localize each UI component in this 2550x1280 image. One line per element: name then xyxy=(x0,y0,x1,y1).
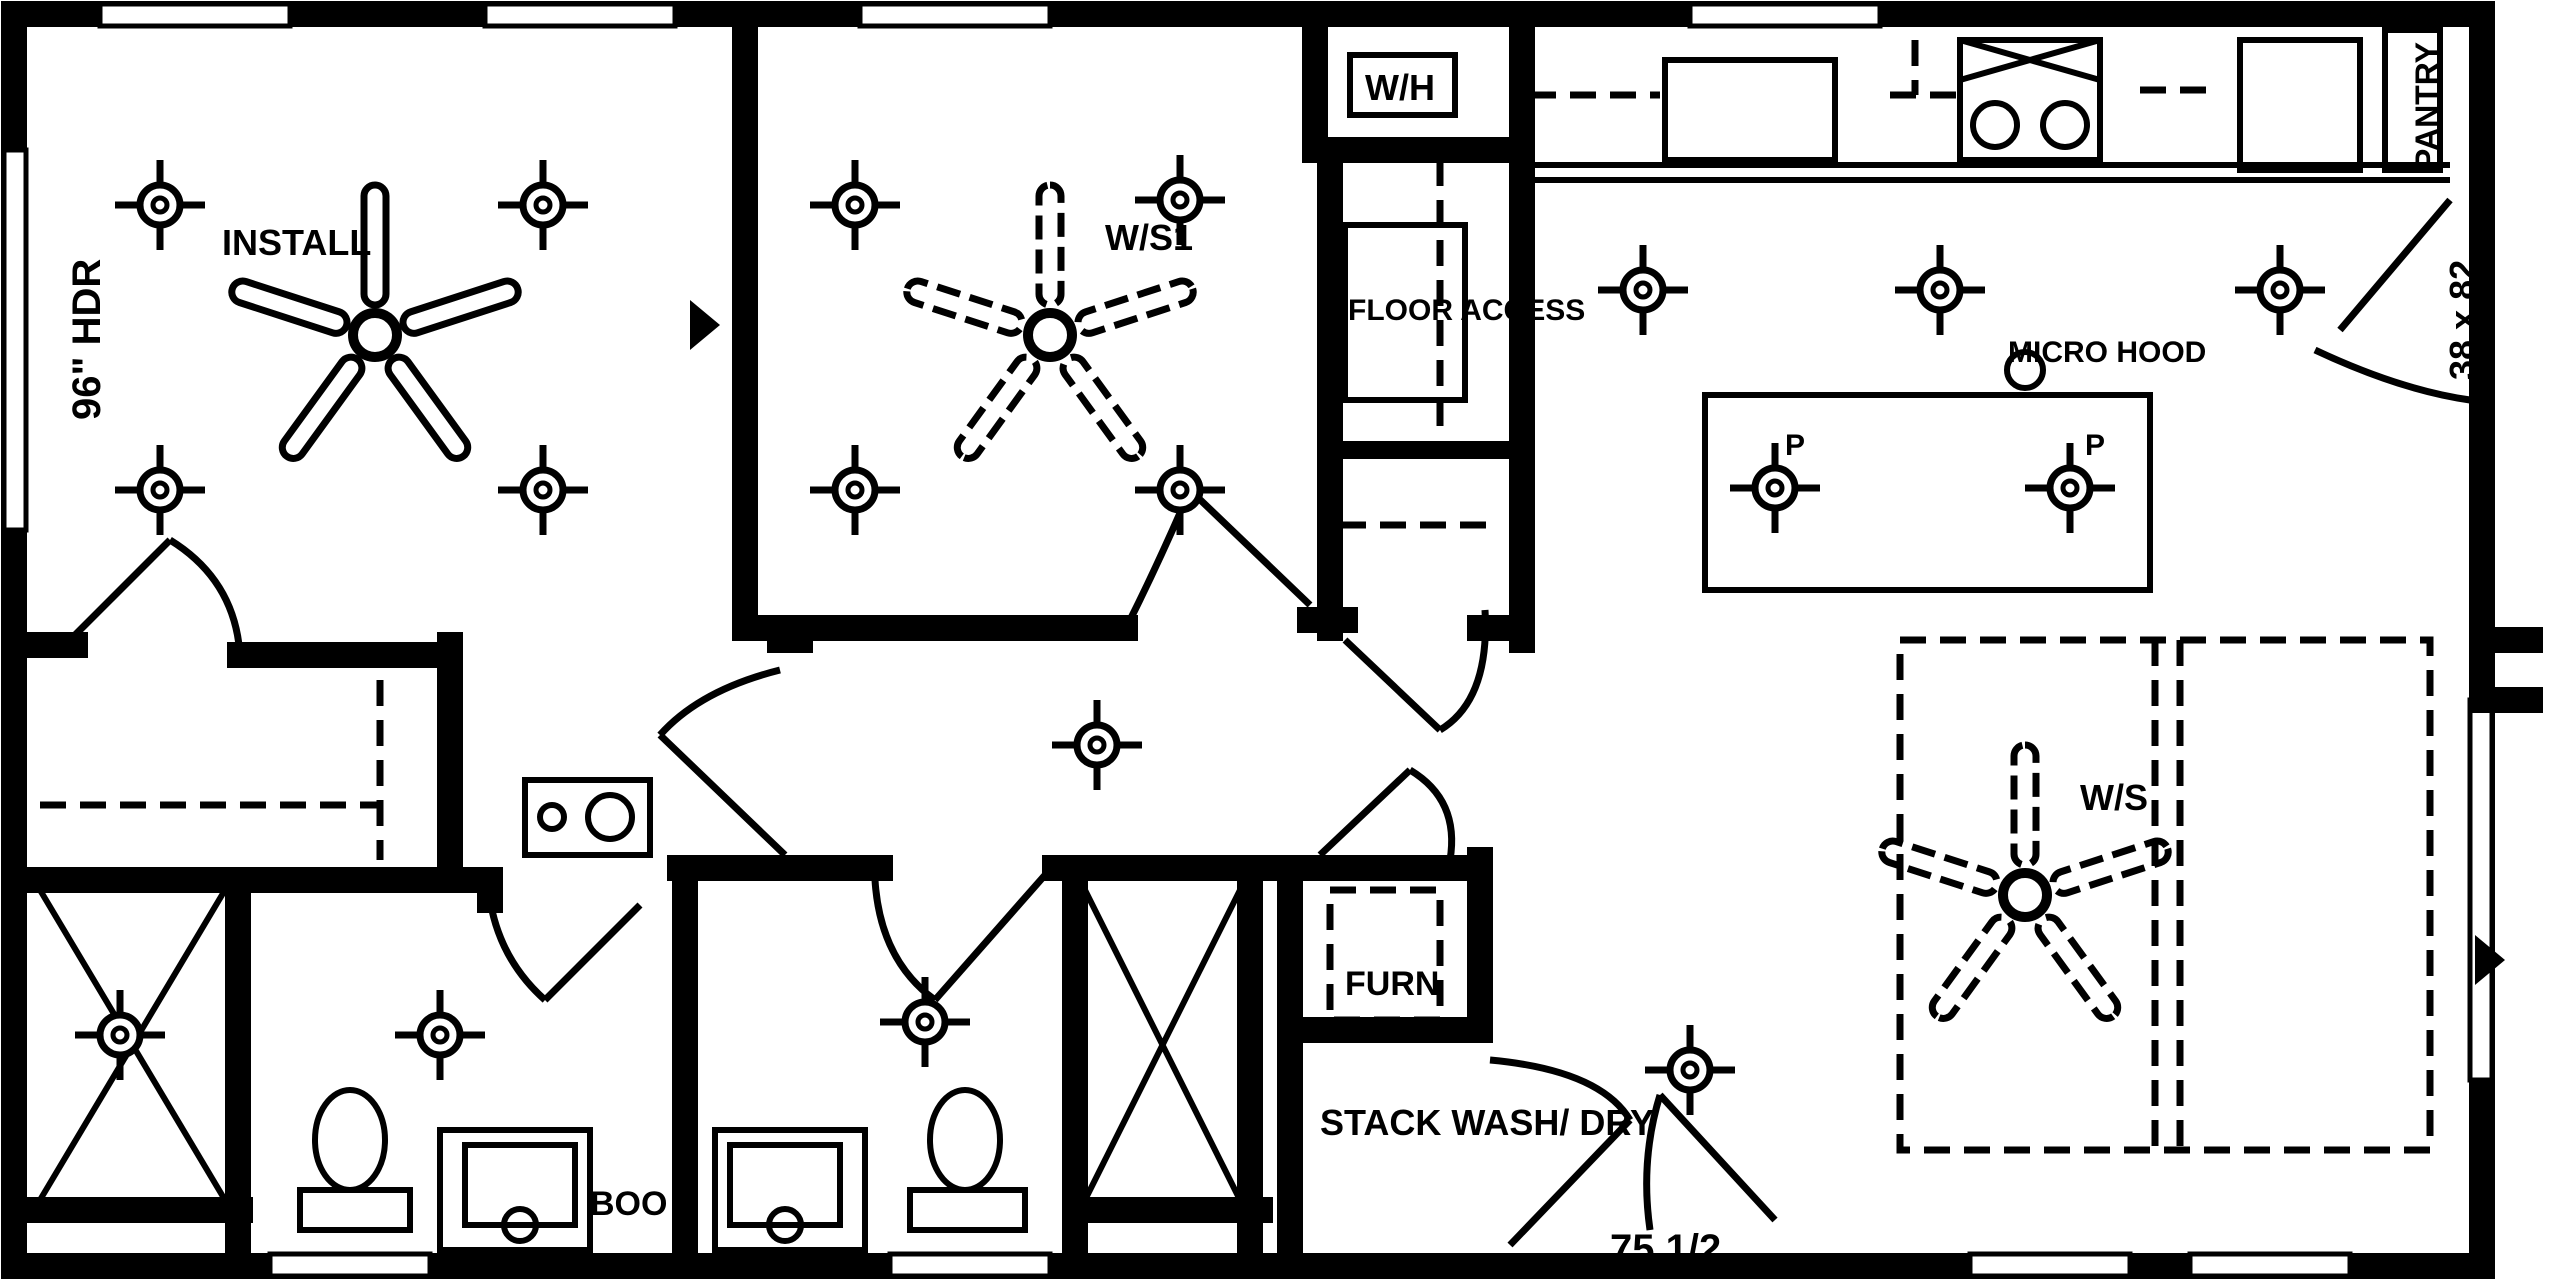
label-p1: P xyxy=(1785,429,1805,462)
label-p2: P xyxy=(2085,429,2105,462)
water-heater xyxy=(1347,52,1458,118)
light-fixture-icon xyxy=(1052,700,1142,790)
sinks xyxy=(437,777,868,1253)
section-marker xyxy=(2475,935,2505,985)
light-fixture-icon xyxy=(1598,245,1688,335)
light-fixture-icon xyxy=(1730,443,1820,533)
showers xyxy=(37,888,1243,1202)
light-fixture-icon xyxy=(498,160,588,250)
light-fixture-icon xyxy=(810,160,900,250)
light-fixture-icon xyxy=(1135,155,1225,245)
light-fixture-icon xyxy=(810,445,900,535)
light-fixture-icon xyxy=(2235,245,2325,335)
label-ws-bedroom2: W/S1 xyxy=(1105,217,1193,258)
light-fixture-icon xyxy=(880,977,970,1067)
light-fixture-icon xyxy=(115,445,205,535)
light-fixtures xyxy=(75,155,2325,1115)
windows xyxy=(1,1,2495,1279)
label-dimension: 75 1/2 xyxy=(1610,1227,1721,1271)
section-marker xyxy=(690,300,720,350)
label-pantry: PANTRY xyxy=(2409,42,2445,170)
light-fixture-icon xyxy=(1895,245,1985,335)
micro-hood-fixture xyxy=(2004,349,2046,391)
label-furn: FURN xyxy=(1345,965,1439,1003)
light-fixture-icon xyxy=(498,445,588,535)
label-ws-living: W/S xyxy=(2080,777,2148,818)
label-floor-access: FLOOR ACCESS xyxy=(1348,294,1585,327)
label-install: INSTALL xyxy=(222,222,371,263)
ceiling-fan-icon xyxy=(1878,741,2172,1022)
light-fixture-icon xyxy=(1645,1025,1735,1115)
kitchen-island xyxy=(1702,392,2153,593)
ceiling-fans xyxy=(228,181,2172,1022)
living-area-outline xyxy=(1896,636,2434,1154)
ceiling-fan-icon xyxy=(228,181,522,462)
light-fixture-icon xyxy=(1135,445,1225,535)
ceiling-fan-icon xyxy=(903,181,1197,462)
light-fixture-icon xyxy=(2025,443,2115,533)
closet-shelves xyxy=(40,160,1500,1024)
light-fixture-icon xyxy=(395,990,485,1080)
label-door-size: 38 x 82 xyxy=(2442,260,2483,380)
label-header: 96" HDR xyxy=(65,259,109,420)
label-boo: BOO xyxy=(590,1185,667,1223)
label-stack-wash-dry-text: STACK WASH/ DRY xyxy=(1320,1102,1654,1143)
label-micro-hood: MICRO HOOD xyxy=(2008,336,2206,369)
light-fixture-icon xyxy=(115,160,205,250)
kitchen-cabinets xyxy=(1530,27,2450,183)
label-stack-wash-dry: STACK WASH/ DRY xyxy=(1320,1102,1654,1143)
light-fixture-icon xyxy=(75,990,165,1080)
label-wh: W/H xyxy=(1365,67,1435,108)
floor-access-panel xyxy=(1342,222,1468,403)
toilets xyxy=(297,1087,1028,1233)
